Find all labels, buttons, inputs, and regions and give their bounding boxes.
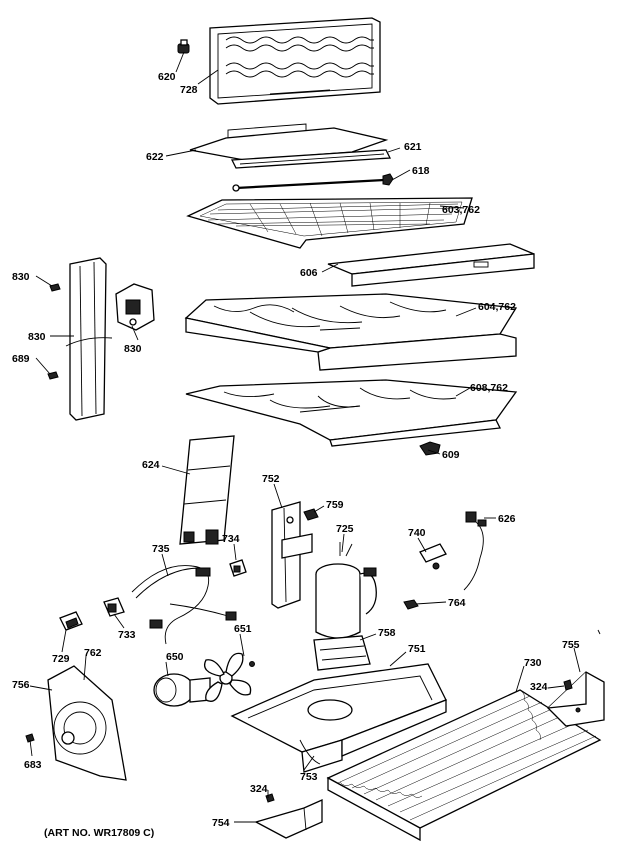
crisper-pan-part-608 (185, 379, 518, 447)
screw-part-324-a (563, 679, 573, 691)
pan-part-751 (230, 663, 447, 773)
label-756: 756 (12, 679, 30, 691)
trim-part-606 (327, 243, 535, 287)
label-729: 729 (52, 653, 70, 665)
upright-channel (65, 257, 113, 421)
label-735: 735 (152, 543, 170, 555)
label-608: 608,762 (470, 382, 508, 394)
bracket-part-609 (419, 441, 441, 456)
label-620: 620 (158, 71, 176, 83)
label-762: 762 (84, 647, 102, 659)
label-830-a: 830 (12, 271, 30, 283)
plug-part-734 (229, 559, 247, 577)
compressor-part-725 (315, 542, 377, 639)
label-728: 728 (180, 84, 198, 96)
label-651: 651 (234, 623, 252, 635)
label-725: 725 (336, 523, 354, 535)
label-734: 734 (222, 533, 240, 545)
duct-panel-part-624 (179, 435, 235, 545)
relay-part-729 (59, 611, 83, 631)
label-622: 622 (146, 151, 164, 163)
label-618: 618 (412, 165, 430, 177)
label-624: 624 (142, 459, 160, 471)
label-689: 689 (12, 353, 30, 365)
label-755: 755 (562, 639, 580, 651)
label-759: 759 (326, 499, 344, 511)
screw-part-683 (25, 733, 35, 743)
leader-lines (29, 51, 581, 823)
crisper-cover-part-604 (184, 293, 518, 371)
cord-part-626 (463, 511, 487, 591)
mount-part-758 (313, 635, 371, 671)
condenser-coil-part-730 (326, 689, 602, 842)
label-609: 609 (442, 449, 460, 461)
valve-part-740 (419, 543, 447, 570)
fan-blade-part-651 (203, 652, 255, 702)
screw-part-830 (49, 283, 61, 292)
label-733: 733 (118, 629, 136, 641)
label-830-c: 830 (124, 343, 142, 355)
harness-part-735 (131, 565, 237, 645)
edge-mark (597, 629, 601, 635)
clip-part-764 (403, 599, 419, 610)
label-764: 764 (448, 597, 466, 609)
label-621: 621 (404, 141, 422, 153)
clip-part-620 (177, 39, 190, 54)
label-603: 603,762 (442, 204, 480, 216)
shelf-part-603 (186, 197, 473, 249)
wedge-part-754 (254, 798, 323, 839)
screw-part-689 (47, 371, 59, 380)
label-740: 740 (408, 527, 426, 539)
art-number-caption: (ART NO. WR17809 C) (44, 827, 154, 839)
thermostat-part-830 (115, 283, 155, 331)
label-324-b: 324 (250, 783, 268, 795)
evaporator-coil-part-728 (209, 17, 381, 105)
label-604: 604,762 (478, 301, 516, 313)
screw-part-324-b (265, 793, 275, 803)
connector-part-733 (103, 597, 125, 617)
bracket-part-752 (271, 501, 313, 609)
part-labels: 620 728 622 621 618 603,762 606 604,762 … (12, 71, 580, 829)
label-758: 758 (378, 627, 396, 639)
tube-part-753 (299, 739, 321, 765)
label-830-b: 830 (28, 331, 46, 343)
label-753: 753 (300, 771, 318, 783)
label-730: 730 (524, 657, 542, 669)
label-626: 626 (498, 513, 516, 525)
label-752: 752 (262, 473, 280, 485)
fan-motor-part-650 (153, 673, 211, 707)
label-650: 650 (166, 651, 184, 663)
fan-shroud-part-762 (47, 665, 127, 781)
label-754: 754 (212, 817, 230, 829)
label-324-a: 324 (530, 681, 548, 693)
label-751: 751 (408, 643, 426, 655)
rail-part-621 (230, 149, 392, 169)
rod-part-618 (232, 173, 394, 192)
label-606: 606 (300, 267, 318, 279)
label-683: 683 (24, 759, 42, 771)
